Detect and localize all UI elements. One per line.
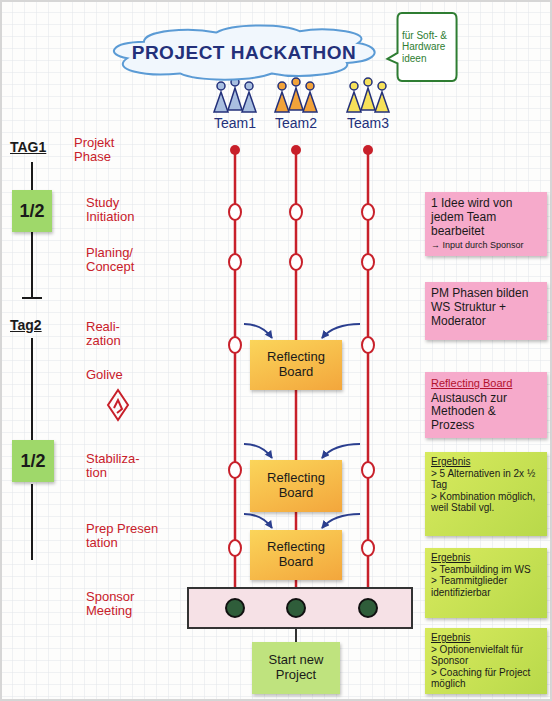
reflecting-board: Reflecting Board (250, 460, 342, 512)
note-sticky: PM Phasen bilden WS Struktur + Moderator (425, 282, 547, 340)
node-text: > Kombination möglich, weil Stabil vgl. (431, 491, 541, 513)
node-text: Start new Project (258, 653, 334, 683)
note-sticky: Reflecting BoardAustausch zur Methoden &… (425, 372, 547, 438)
node-text: PROJECT HACKATHON (132, 42, 357, 64)
timeline-start-dot (230, 145, 373, 155)
phase-heading: Projekt Phase (74, 136, 140, 165)
phase-circle (229, 204, 374, 556)
node-text: > Optionenvielfalt für Sponsor (431, 644, 541, 666)
node-text: Reflecting Board (256, 540, 336, 570)
result-sticky: Ergebnis> Teambuilding im WS> Teammitgli… (425, 548, 547, 618)
band-connector (295, 628, 297, 642)
node-text: Ergebnis (431, 456, 541, 467)
node-text: 1 Idee wird von jedem Team bearbeitet (431, 197, 541, 238)
title-cloud: PROJECT HACKATHON (105, 20, 383, 86)
phase-label: Sponsor Meeting (86, 590, 170, 619)
timeline-connector (295, 512, 298, 530)
node-text: Ergebnis (431, 632, 541, 643)
node-text: Reflecting Board (256, 471, 336, 501)
sponsor-band (188, 588, 412, 628)
node-text: → Input durch Sponsor (431, 240, 541, 250)
phase-label: Planing/ Concept (86, 246, 160, 275)
phase-label: Reali- zation (86, 320, 146, 349)
node-text: > Teambuilding im WS (431, 564, 541, 575)
timeline-connector (295, 390, 298, 460)
node-text: > Coaching für Project möglich (431, 667, 541, 689)
reflecting-board: Reflecting Board (250, 340, 342, 390)
phase-label: Golive (86, 368, 146, 382)
phase-label: Stabiliza- tion (86, 452, 160, 481)
result-sticky: Ergebnis> Optionenvielfalt für Sponsor> … (425, 628, 547, 694)
exchange-arrow (244, 324, 360, 528)
team-figures (214, 78, 389, 112)
node-text: Reflecting Board (431, 377, 541, 390)
day-label: TAG1 (10, 140, 60, 155)
node-text: 1/2 (20, 451, 45, 472)
reflecting-board: Reflecting Board (250, 530, 342, 580)
phase-label: Prep Presen tation (86, 522, 170, 551)
node-text: > Teammitglieder identifizierbar (431, 575, 541, 597)
node-text: 1/2 (19, 201, 44, 222)
team-label: Team2 (266, 116, 326, 131)
phase-label: Study Initiation (86, 196, 160, 225)
node-text: Ergebnis (431, 552, 541, 563)
result-sticky: Ergebnis> 5 Alternativen in 2x ½ Tag> Ko… (425, 452, 547, 536)
half-day-sticky: 1/2 (12, 190, 52, 232)
half-day-sticky: 1/2 (12, 440, 54, 482)
start-sticky: Start new Project (252, 642, 340, 694)
day-label: Tag2 (10, 318, 60, 333)
node-text: Austausch zur Methoden & Prozess (431, 392, 541, 433)
bubble-path (387, 13, 456, 81)
node-text: > 5 Alternativen in 2x ½ Tag (431, 468, 541, 490)
note-sticky: 1 Idee wird von jedem Team bearbeitet → I… (425, 192, 547, 256)
speech-bubble: für Soft- & Hardware ideen (386, 10, 458, 84)
golive-diamond (108, 390, 128, 420)
team-label: Team3 (338, 116, 398, 131)
cloud-path (114, 25, 375, 79)
node-text: PM Phasen bilden WS Struktur + Moderator (431, 287, 541, 328)
node-text: für Soft- & Hardware ideen (402, 30, 453, 65)
team-timeline (235, 150, 368, 588)
node-text: Reflecting Board (256, 350, 336, 380)
team-label: Team1 (205, 116, 265, 131)
